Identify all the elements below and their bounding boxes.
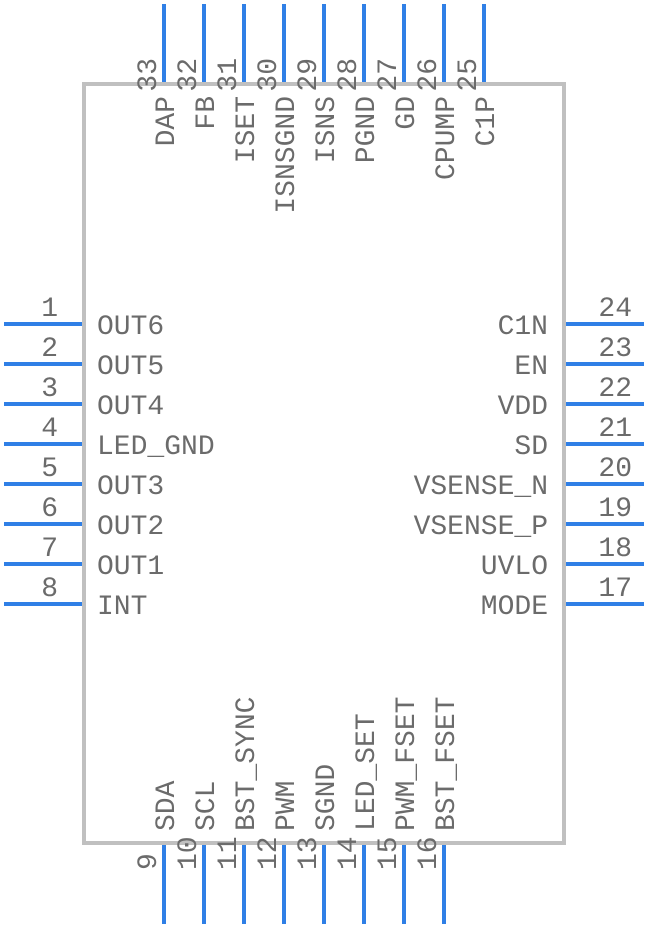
pin-label-out6: OUT6 (97, 312, 164, 343)
pin-13-number: 13 (294, 836, 325, 870)
pin-label-pwm-fset: PWM_FSET (392, 697, 423, 831)
pin-label-vsense-p: VSENSE_P (414, 512, 548, 543)
pin-label-cpump: CPUMP (432, 96, 463, 180)
pin-27-number: 27 (374, 58, 405, 92)
pin-15-number: 15 (374, 836, 405, 870)
pin-label-out4: OUT4 (97, 392, 164, 423)
pin-14-number: 14 (334, 836, 365, 870)
pin-8-number: 8 (41, 574, 58, 605)
pin-label-scl: SCL (192, 781, 223, 831)
pin-7-number: 7 (41, 534, 58, 565)
pin-24-number: 24 (598, 294, 632, 325)
pin-label-c1p: C1P (472, 96, 503, 146)
pin-label-led-gnd: LED_GND (97, 432, 215, 463)
pin-31-number: 31 (214, 58, 245, 92)
pin-label-out3: OUT3 (97, 472, 164, 503)
pin-25-number: 25 (454, 58, 485, 92)
pin-21-number: 21 (598, 414, 632, 445)
pin-3-number: 3 (41, 374, 58, 405)
pin-20-number: 20 (598, 454, 632, 485)
labels-layer: 1OUT62OUT53OUT44LED_GND5OUT36OUT27OUT18I… (41, 58, 632, 870)
pin-label-sgnd: SGND (312, 764, 343, 831)
pin-label-isns: ISNS (312, 96, 343, 163)
pin-17-number: 17 (598, 574, 632, 605)
pin-10-number: 10 (174, 836, 205, 870)
pin-1-number: 1 (41, 294, 58, 325)
pin-label-out2: OUT2 (97, 512, 164, 543)
pin-label-uvlo: UVLO (481, 552, 548, 583)
pin-22-number: 22 (598, 374, 632, 405)
pin-23-number: 23 (598, 334, 632, 365)
pin-33-number: 33 (134, 58, 165, 92)
pin-label-mode: MODE (481, 592, 548, 623)
pin-18-number: 18 (598, 534, 632, 565)
pin-label-pgnd: PGND (352, 96, 383, 163)
pin-label-c1n: C1N (498, 312, 548, 343)
pin-label-vdd: VDD (498, 392, 548, 423)
pin-32-number: 32 (174, 58, 205, 92)
pin-label-pwm: PWM (272, 781, 303, 831)
pin-4-number: 4 (41, 414, 58, 445)
pin-9-number: 9 (134, 853, 165, 870)
pin-29-number: 29 (294, 58, 325, 92)
pin-5-number: 5 (41, 454, 58, 485)
pin-label-fb: FB (192, 96, 223, 130)
pin-11-number: 11 (214, 836, 245, 870)
pin-label-bst-sync: BST_SYNC (232, 697, 263, 831)
pin-label-sd: SD (514, 432, 548, 463)
pin-label-out5: OUT5 (97, 352, 164, 383)
pin-19-number: 19 (598, 494, 632, 525)
pin-28-number: 28 (334, 58, 365, 92)
pin-label-dap: DAP (152, 96, 183, 146)
ic-body (82, 82, 566, 845)
pin-16-number: 16 (414, 836, 445, 870)
pin-label-bst-fset: BST_FSET (432, 697, 463, 831)
pin-label-isnsgnd: ISNSGND (272, 96, 303, 214)
pins-layer (4, 4, 644, 924)
pin-label-sda: SDA (152, 780, 183, 831)
pin-label-iset: ISET (232, 96, 263, 163)
pin-30-number: 30 (254, 58, 285, 92)
pin-label-out1: OUT1 (97, 552, 164, 583)
pin-label-gd: GD (392, 96, 423, 130)
pin-label-en: EN (514, 352, 548, 383)
pin-2-number: 2 (41, 334, 58, 365)
pin-12-number: 12 (254, 836, 285, 870)
pin-26-number: 26 (414, 58, 445, 92)
pin-label-led-set: LED_SET (352, 713, 383, 831)
pin-label-vsense-n: VSENSE_N (414, 472, 548, 503)
pin-6-number: 6 (41, 494, 58, 525)
pin-label-int: INT (97, 592, 147, 623)
